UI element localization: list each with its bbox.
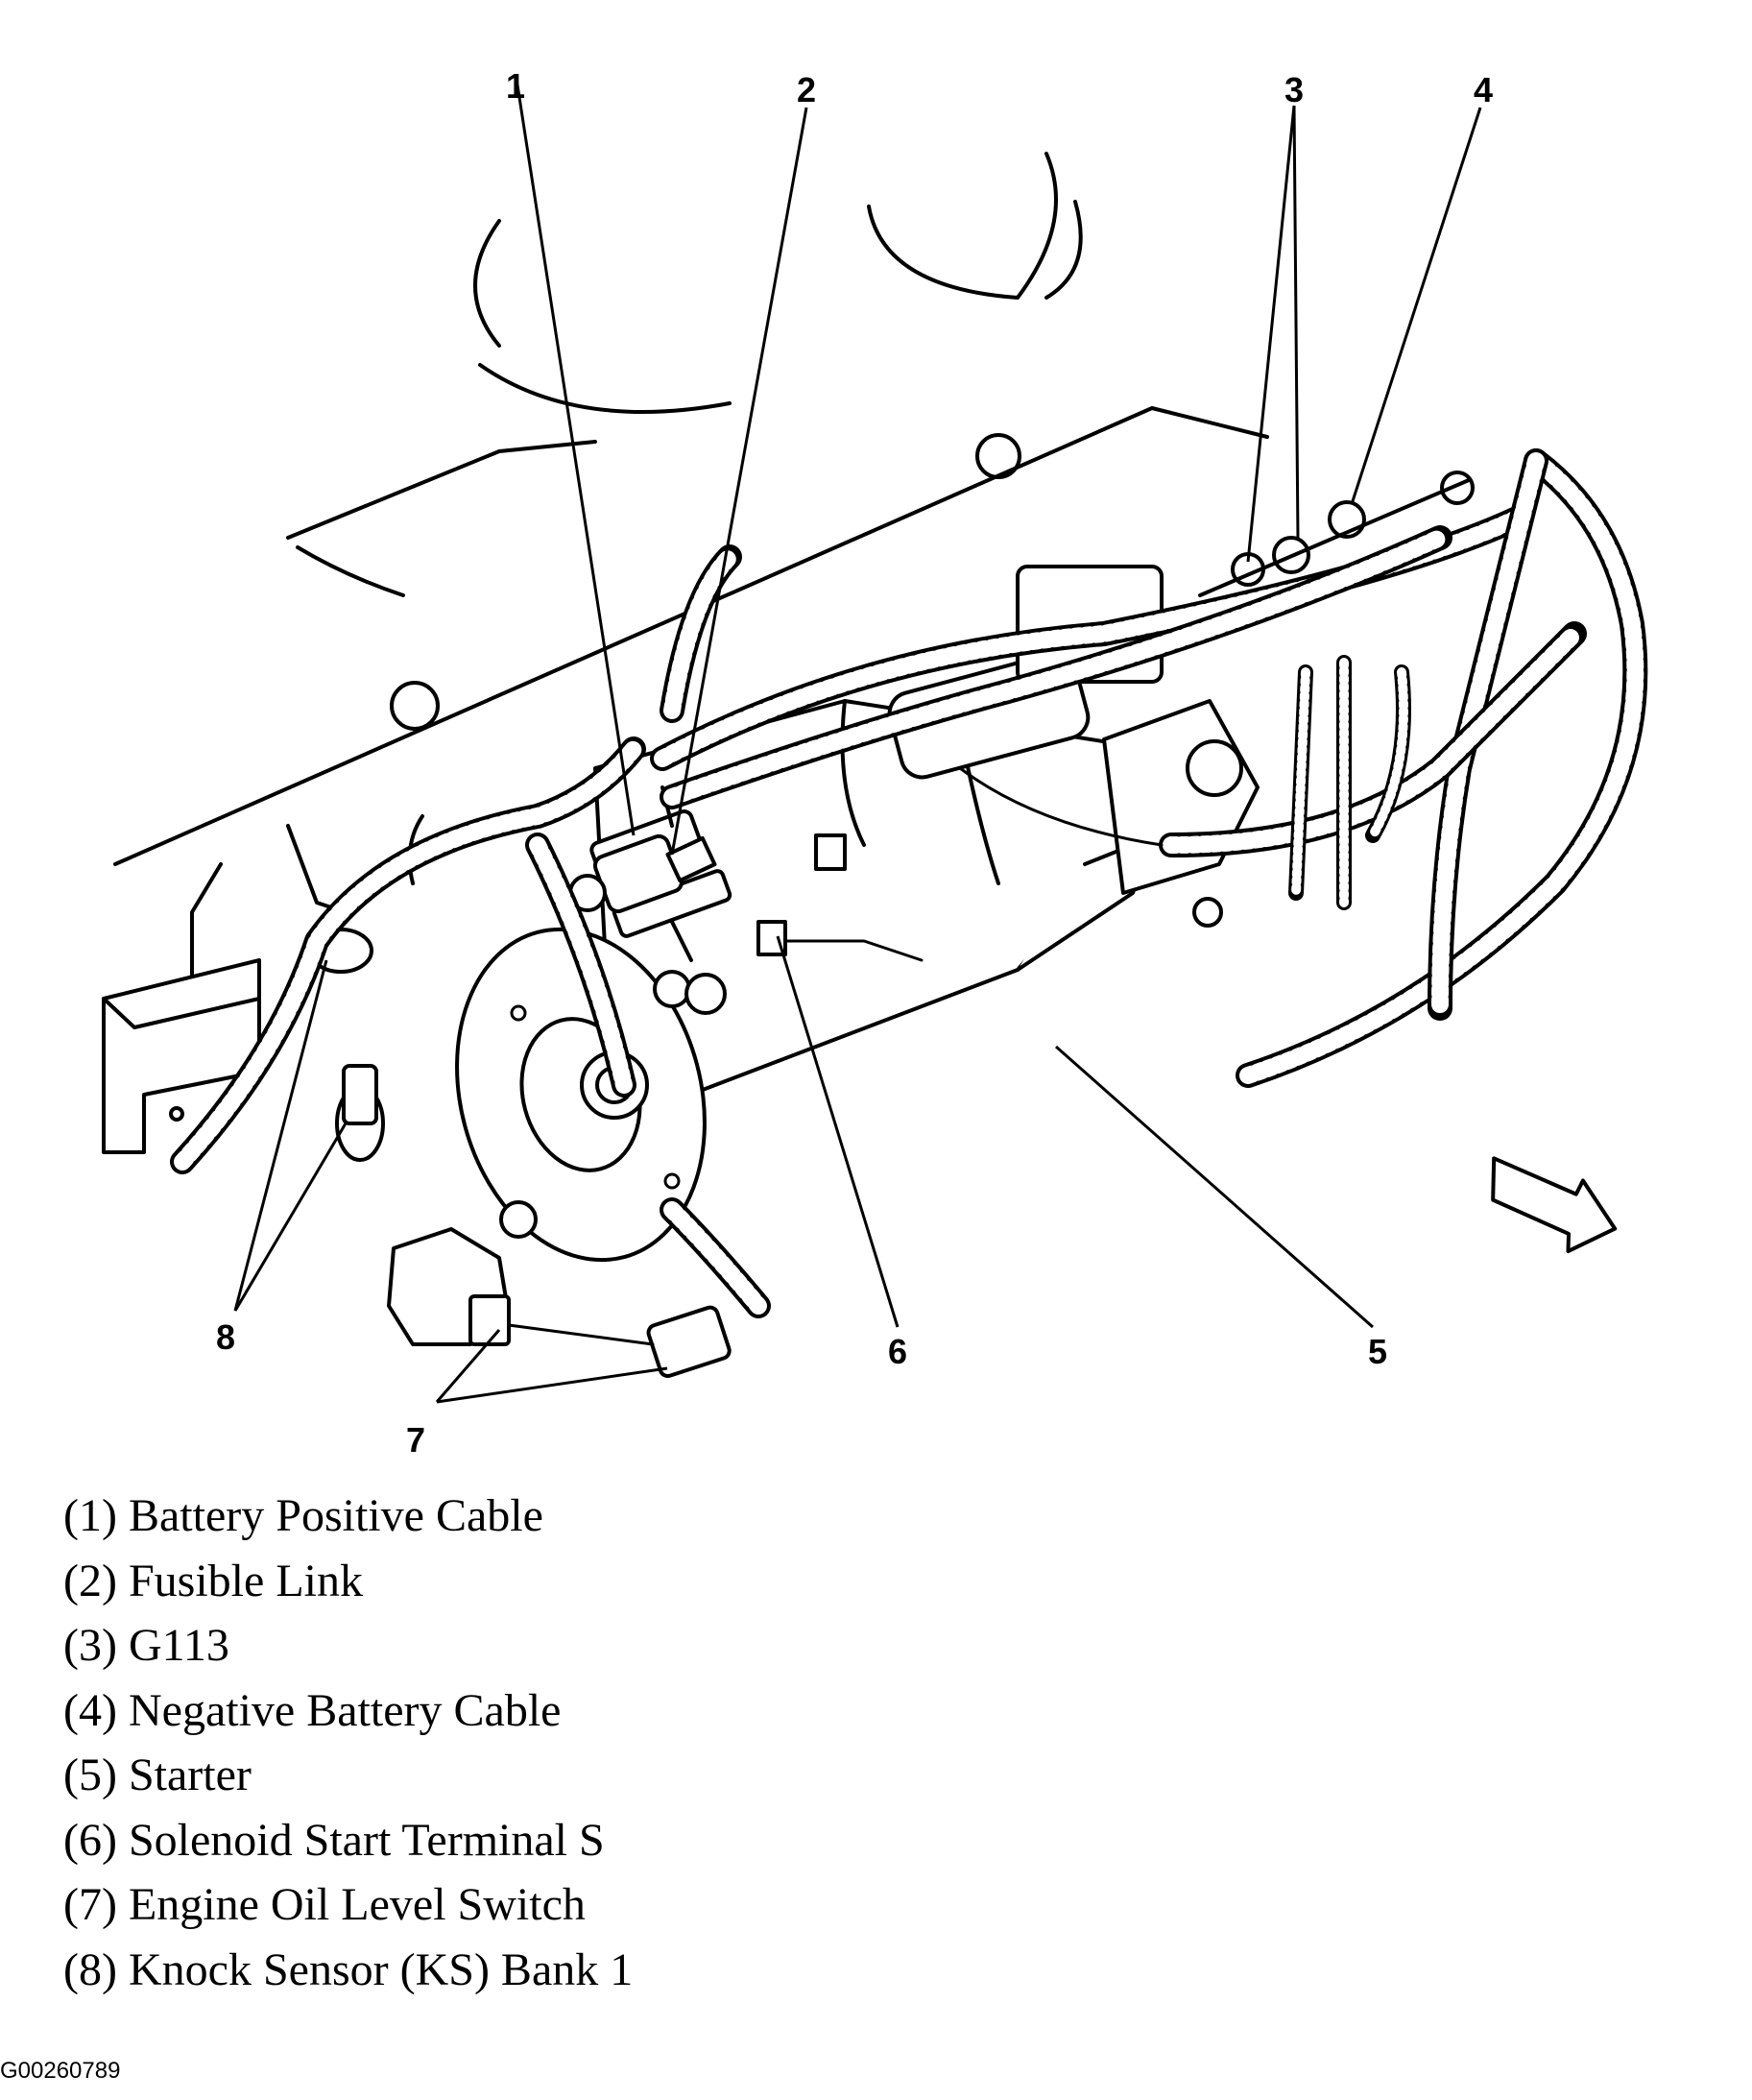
oil-level-switch — [387, 1227, 732, 1378]
legend-item-5: (5) Starter — [63, 1750, 252, 1800]
mount-bracket — [102, 958, 261, 1154]
legend-item-1: (1) Battery Positive Cable — [63, 1490, 543, 1541]
engine-block — [113, 152, 1269, 1010]
component-legend: (1) Battery Positive Cable (2) Fusible L… — [63, 1484, 1215, 2002]
callout-3: 3 — [1284, 70, 1304, 109]
callout-1: 1 — [506, 66, 525, 106]
callout-2: 2 — [797, 70, 816, 109]
figure-id: G00260789 — [0, 2058, 121, 2084]
callout-labels: 1 2 3 4 5 6 7 8 — [216, 66, 1493, 1460]
callout-8: 8 — [216, 1317, 235, 1357]
callout-6: 6 — [888, 1332, 907, 1371]
wiring-harnesses — [170, 448, 1648, 1318]
callout-7: 7 — [406, 1420, 425, 1460]
callout-4: 4 — [1474, 70, 1493, 109]
legend-item-4: (4) Negative Battery Cable — [63, 1684, 562, 1736]
starter-wiring-illustration: 1 2 3 4 5 6 7 8 — [102, 66, 1648, 1460]
ground-studs — [1198, 471, 1475, 597]
legend-item-2: (2) Fusible Link — [63, 1555, 363, 1606]
starter-motor — [455, 565, 1260, 1263]
legend-item-6: (6) Solenoid Start Terminal S — [63, 1814, 605, 1866]
legend-item-8: (8) Knock Sensor (KS) Bank 1 — [63, 1943, 634, 1995]
callout-5: 5 — [1368, 1332, 1387, 1371]
leader-lines — [233, 78, 1482, 1404]
legend-item-3: (3) G113 — [63, 1620, 229, 1671]
solenoid-terminals — [568, 785, 847, 1015]
legend-item-7: (7) Engine Oil Level Switch — [63, 1879, 586, 1930]
direction-arrow-icon — [1491, 1156, 1618, 1254]
